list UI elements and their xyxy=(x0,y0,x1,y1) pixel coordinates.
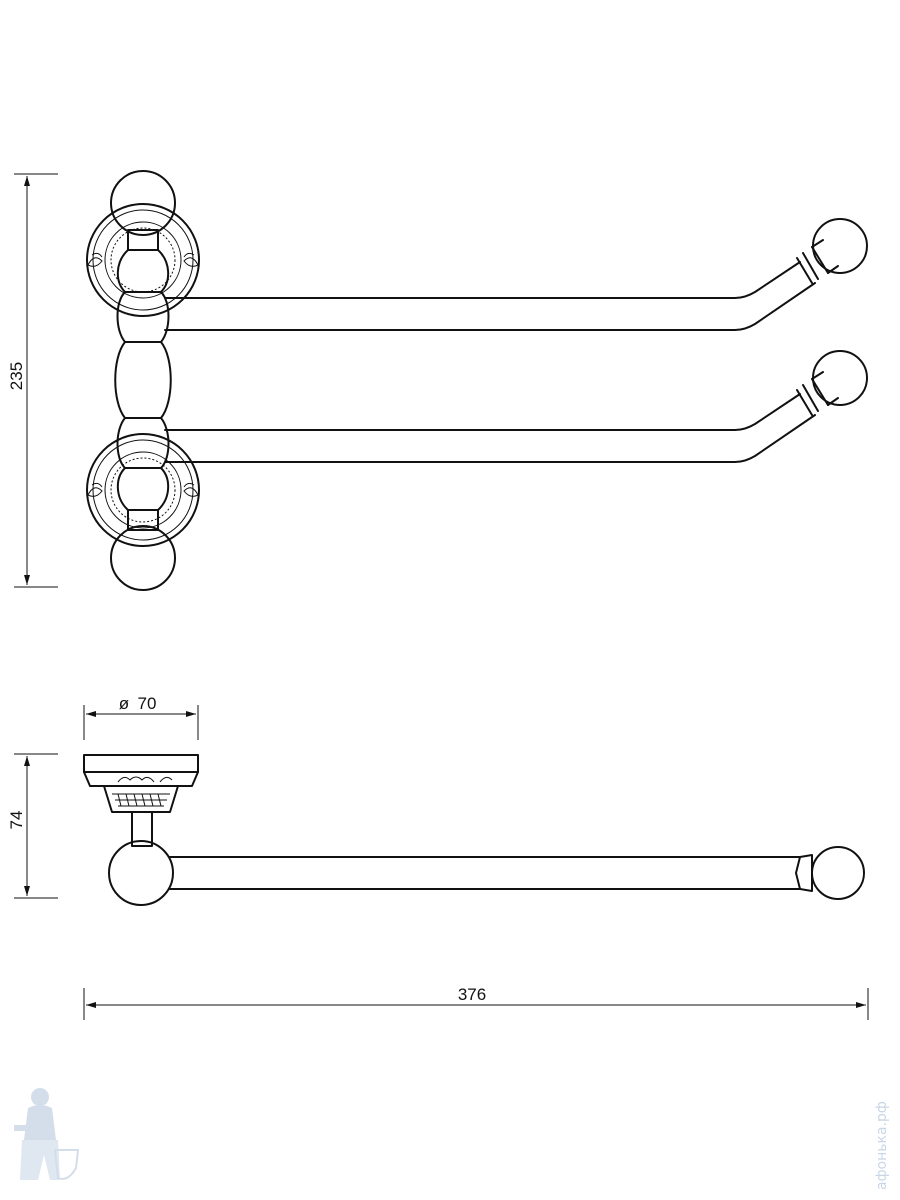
plumber-mascot-logo xyxy=(14,1088,80,1180)
diameter-symbol: ø xyxy=(119,694,129,713)
site-watermark: афонька.рф xyxy=(874,1101,890,1190)
lower-arm-crystal-end xyxy=(812,350,868,406)
diameter-dimension: ø 70 xyxy=(83,694,199,740)
length-dimension-label: 376 xyxy=(458,985,486,1004)
top-crystal-knob xyxy=(110,170,176,236)
depth-dimension: 74 xyxy=(7,753,58,899)
lower-swing-arm xyxy=(164,350,868,463)
side-view: ø 70 74 xyxy=(7,694,869,1020)
bottom-crystal-knob xyxy=(110,525,176,591)
front-view: 235 xyxy=(7,170,868,591)
height-dimension-label: 235 xyxy=(7,362,26,390)
upper-arm-crystal-end xyxy=(812,218,868,274)
height-dimension: 235 xyxy=(7,173,58,588)
length-dimension: 376 xyxy=(83,985,869,1020)
lower-wall-rosette xyxy=(86,433,200,547)
vertical-column xyxy=(114,229,172,531)
side-crystal-knob xyxy=(108,840,174,906)
upper-wall-rosette xyxy=(86,203,200,317)
side-bar xyxy=(108,840,865,906)
depth-dimension-label: 74 xyxy=(7,811,26,830)
mounting-base xyxy=(83,754,199,847)
diameter-dimension-label: 70 xyxy=(138,694,157,713)
side-crystal-end xyxy=(811,846,865,900)
upper-swing-arm xyxy=(164,218,868,331)
